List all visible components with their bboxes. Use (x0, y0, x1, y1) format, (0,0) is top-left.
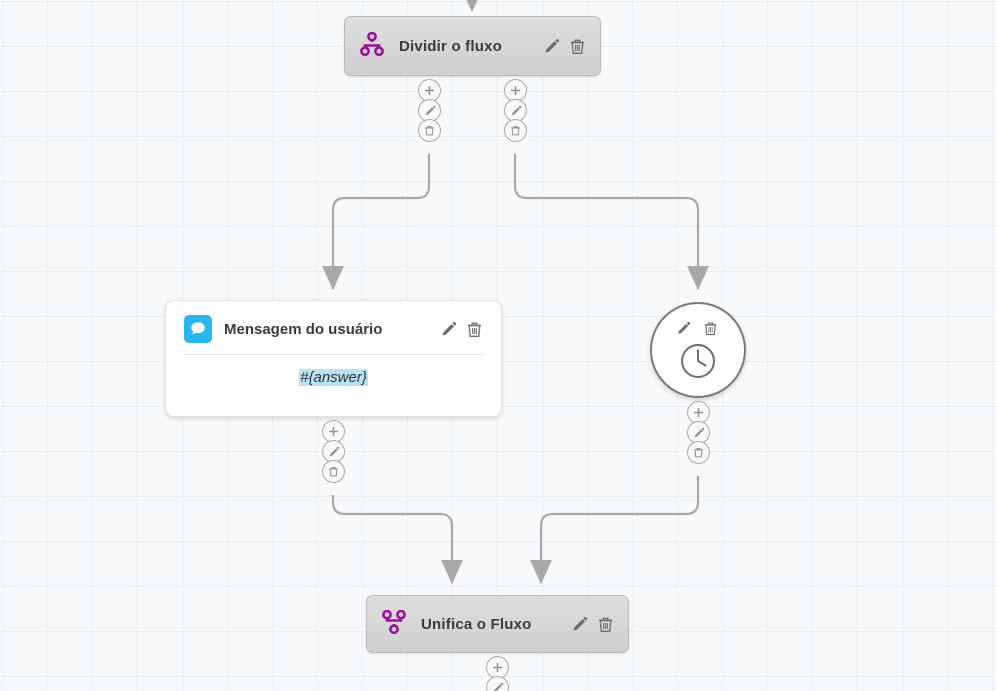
add-node-button[interactable] (687, 401, 710, 424)
trash-icon[interactable] (703, 321, 720, 338)
split-flow-icon (359, 31, 385, 61)
delay-header-actions (676, 321, 720, 338)
connector-stack-delay[interactable] (687, 401, 710, 464)
node-split-flow[interactable]: Dividir o fluxo (344, 16, 601, 76)
edge-split-to-delay (513, 154, 709, 291)
chat-bubble-icon (184, 315, 212, 343)
pencil-icon[interactable] (571, 616, 588, 633)
node-user-message[interactable]: Mensagem do usuário (165, 300, 502, 417)
node-merge-flow[interactable]: Unifica o Fluxo (366, 595, 629, 653)
add-node-button[interactable] (486, 656, 509, 679)
pencil-icon[interactable] (543, 38, 560, 55)
trash-icon[interactable] (569, 38, 586, 55)
node-split-title: Dividir o fluxo (399, 37, 503, 55)
connector-stack-split-left[interactable] (418, 79, 441, 142)
edge-split-to-message (322, 154, 431, 291)
pencil-icon[interactable] (440, 321, 457, 338)
message-body: #{answer} (166, 355, 501, 403)
pencil-icon[interactable] (676, 321, 693, 338)
edge-delay-to-merge (530, 476, 700, 585)
connector-stack-merge[interactable] (486, 656, 509, 691)
trash-icon[interactable] (466, 321, 483, 338)
connector-stack-message[interactable] (322, 420, 345, 483)
delete-connection-button[interactable] (687, 441, 710, 464)
connector-stack-split-right[interactable] (504, 79, 527, 142)
node-delay[interactable] (650, 302, 746, 398)
message-divider (184, 354, 483, 355)
edit-connection-button[interactable] (418, 99, 441, 122)
edge-message-to-merge (331, 495, 463, 585)
delete-connection-button[interactable] (504, 119, 527, 142)
edit-connection-button[interactable] (486, 676, 509, 691)
message-variable-token: #{answer} (299, 369, 368, 386)
add-node-button[interactable] (322, 420, 345, 443)
clock-icon (679, 342, 717, 385)
trash-icon[interactable] (597, 616, 614, 633)
delete-connection-button[interactable] (322, 460, 345, 483)
node-merge-title: Unifica o Fluxo (421, 615, 532, 633)
delete-connection-button[interactable] (418, 119, 441, 142)
merge-flow-icon (381, 609, 407, 639)
message-header: Mensagem do usuário (166, 301, 501, 354)
edit-connection-button[interactable] (504, 99, 527, 122)
message-title: Mensagem do usuário (224, 320, 383, 338)
